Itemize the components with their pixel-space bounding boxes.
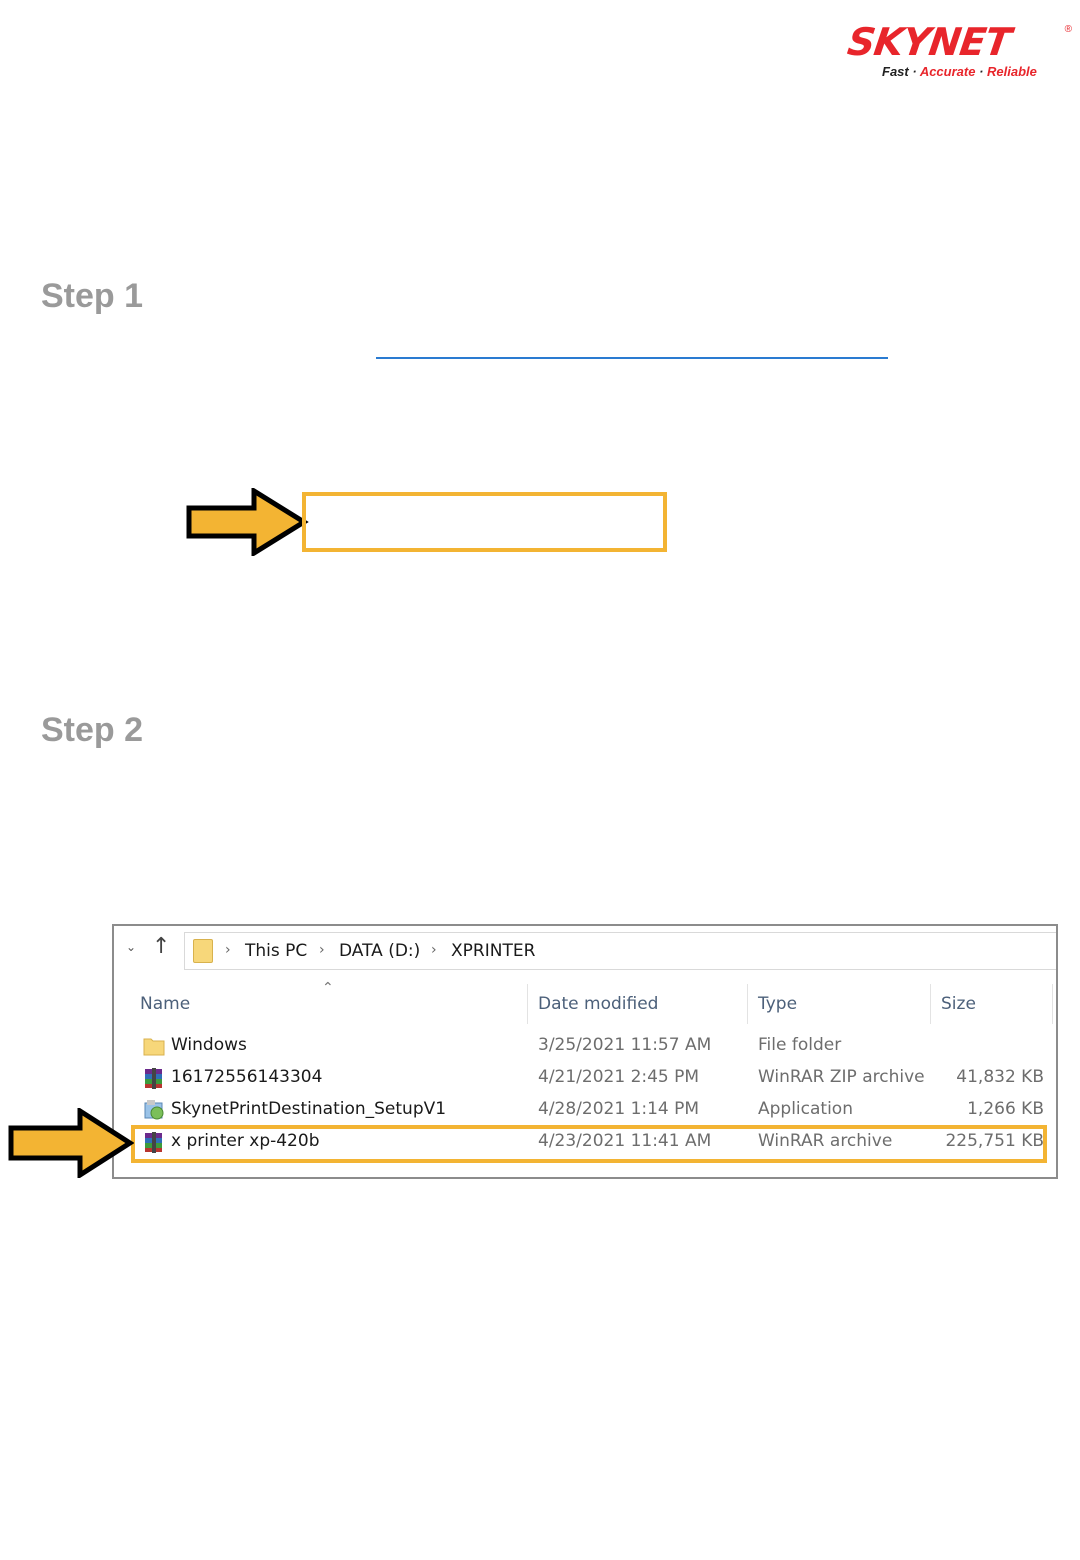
file-row-setup-application[interactable]: SkynetPrintDestination_SetupV1 4/28/2021… [134, 1096, 1050, 1126]
file-name: Windows [171, 1035, 247, 1055]
logo-tagline: Fast · Accurate · Reliable [882, 64, 1037, 79]
file-row-zip-archive[interactable]: 16172556143304 4/21/2021 2:45 PM WinRAR … [134, 1064, 1050, 1094]
column-header-date-modified[interactable]: Date modified [538, 994, 659, 1014]
file-name: x printer xp-420b [171, 1131, 320, 1151]
step-2-title: Step 2 [41, 711, 144, 749]
pointer-arrow-icon [186, 488, 309, 556]
column-divider[interactable] [747, 984, 748, 1024]
skynet-logo: SKYNET ® Fast · Accurate · Reliable [844, 20, 1076, 84]
file-date: 4/23/2021 11:41 AM [538, 1131, 712, 1151]
breadcrumb-this-pc[interactable]: This PC [245, 941, 308, 961]
up-arrow-icon[interactable]: ↑ [152, 934, 171, 959]
file-type: WinRAR ZIP archive [758, 1067, 925, 1087]
winrar-archive-icon [145, 1132, 162, 1153]
address-bar[interactable]: › This PC › DATA (D:) › XPRINTER [184, 932, 1056, 970]
tagline-reliable: Reliable [987, 64, 1037, 79]
file-size: 1,266 KB [967, 1099, 1044, 1119]
file-type: Application [758, 1099, 853, 1119]
column-divider[interactable] [1052, 984, 1053, 1024]
breadcrumb-data-drive[interactable]: DATA (D:) [339, 941, 421, 961]
folder-icon [193, 939, 213, 963]
file-date: 4/21/2021 2:45 PM [538, 1067, 700, 1087]
installer-app-icon [144, 1100, 164, 1120]
tagline-fast: Fast [882, 64, 909, 79]
file-size: 41,832 KB [956, 1067, 1044, 1087]
pointer-arrow-icon [8, 1108, 134, 1178]
logo-wordmark: SKYNET [844, 20, 1014, 64]
file-row-windows[interactable]: Windows 3/25/2021 11:57 AM File folder [134, 1032, 1050, 1062]
file-date: 3/25/2021 11:57 AM [538, 1035, 712, 1055]
recent-locations-chevron-icon[interactable]: ⌄ [126, 940, 137, 954]
column-header-name[interactable]: Name [140, 994, 191, 1014]
column-header-type[interactable]: Type [758, 994, 798, 1014]
registered-mark: ® [1064, 24, 1072, 35]
file-type: WinRAR archive [758, 1131, 893, 1151]
address-row: ⌄ ↑ › This PC › DATA (D:) › XPRINTER [114, 926, 1056, 973]
sort-ascending-icon: ⌃ [322, 980, 334, 996]
tagline-sep-1: · [908, 64, 920, 79]
file-name: 16172556143304 [171, 1067, 323, 1087]
breadcrumb-xprinter[interactable]: XPRINTER [451, 941, 536, 961]
column-header-size[interactable]: Size [941, 994, 976, 1014]
file-explorer-window: ⌄ ↑ › This PC › DATA (D:) › XPRINTER ⌃ N… [112, 924, 1058, 1179]
chevron-right-icon[interactable]: › [319, 942, 325, 958]
step-1-title: Step 1 [41, 277, 144, 315]
tagline-sep-2: · [975, 64, 988, 79]
download-button-highlight[interactable] [302, 492, 667, 552]
file-name: SkynetPrintDestination_SetupV1 [171, 1099, 447, 1119]
file-row-x-printer-archive[interactable]: x printer xp-420b 4/23/2021 11:41 AM Win… [134, 1128, 1050, 1158]
file-date: 4/28/2021 1:14 PM [538, 1099, 700, 1119]
chevron-right-icon[interactable]: › [225, 942, 231, 958]
folder-icon [143, 1038, 165, 1056]
winrar-archive-icon [145, 1068, 162, 1089]
selected-file-highlight [131, 1125, 1047, 1163]
tagline-accurate: Accurate [919, 64, 976, 79]
column-divider[interactable] [930, 984, 931, 1024]
file-type: File folder [758, 1035, 842, 1055]
file-size: 225,751 KB [945, 1131, 1044, 1151]
download-link-underline[interactable] [376, 357, 888, 359]
column-divider[interactable] [527, 984, 528, 1024]
chevron-right-icon[interactable]: › [431, 942, 437, 958]
